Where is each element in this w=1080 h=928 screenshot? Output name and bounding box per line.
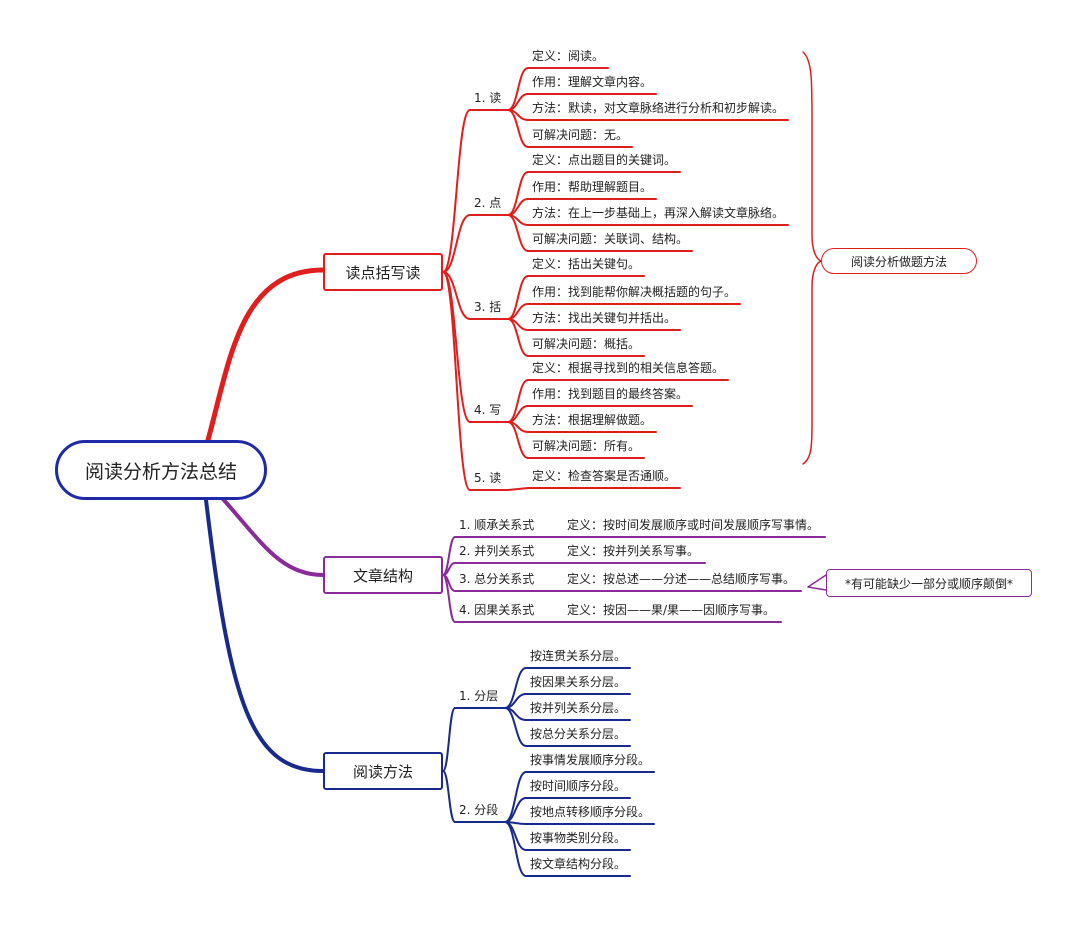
blue-child-label-1: 2. 分段 (459, 803, 499, 817)
purple-item-2: 定义：按总述——分述——总结顺序写事。 (567, 572, 796, 586)
blue-item-1-2: 按地点转移顺序分段。 (530, 805, 651, 819)
summary-bracket (802, 51, 824, 465)
purple-item-0: 定义：按时间发展顺序或时间发展顺序写事情。 (567, 518, 820, 532)
blue-item-1-1: 按时间顺序分段。 (530, 779, 627, 793)
connector-blue-item-1-4 (504, 821, 527, 877)
connector-blue-child-1 (442, 770, 456, 823)
connector-red-child-1 (442, 214, 471, 273)
connector-red-child-0 (442, 109, 471, 273)
purple-child-label-2: 3. 总分关系式 (459, 572, 535, 586)
red-child-label-1: 2. 点 (474, 196, 502, 210)
connector-red-item-3-3 (507, 421, 529, 459)
connector-red-child-4 (442, 271, 471, 491)
blue-item-1-4: 按文章结构分段。 (530, 857, 627, 871)
branch-node-article-structure: 文章结构 (323, 556, 443, 594)
connector-blue-child-0 (442, 707, 456, 772)
red-item-3-2: 方法：根据理解做题。 (532, 413, 653, 427)
red-child-label-3: 4. 写 (474, 403, 502, 417)
root-node: 阅读分析方法总结 (55, 440, 267, 500)
red-item-0-3: 可解决问题：无。 (532, 128, 629, 142)
red-child-label-2: 3. 括 (474, 300, 502, 314)
connector-purple-child-3 (442, 574, 456, 623)
blue-item-0-3: 按总分关系分层。 (530, 727, 627, 741)
red-item-3-1: 作用：找到题目的最终答案。 (532, 387, 689, 401)
purple-item-1: 定义：按并列关系写事。 (567, 544, 700, 558)
blue-item-1-3: 按事物类别分段。 (530, 831, 627, 845)
red-item-1-2: 方法：在上一步基础上，再深入解读文章脉络。 (532, 206, 785, 220)
red-item-1-1: 作用：帮助理解题目。 (532, 180, 653, 194)
blue-child-label-0: 1. 分层 (459, 689, 499, 703)
purple-child-label-0: 1. 顺承关系式 (459, 518, 535, 532)
red-child-label-0: 1. 读 (474, 91, 502, 105)
red-item-2-3: 可解决问题：概括。 (532, 337, 641, 351)
red-item-3-0: 定义：根据寻找到的相关信息答题。 (532, 361, 725, 375)
purple-child-label-3: 4. 因果关系式 (459, 603, 535, 617)
connector-red-item-0-3 (507, 109, 529, 148)
blue-item-1-0: 按事情发展顺序分段。 (530, 753, 651, 767)
red-item-2-1: 作用：找到能帮你解决概括题的句子。 (532, 285, 737, 299)
connector-blue-item-1-0 (504, 771, 527, 823)
connector-root-purple (220, 496, 325, 577)
red-child-label-4: 5. 读 (474, 471, 502, 485)
red-item-0-2: 方法：默读，对文章脉络进行分析和初步解读。 (532, 101, 785, 115)
red-item-1-0: 定义：点出题目的关键词。 (532, 153, 677, 167)
blue-item-0-0: 按连贯关系分层。 (530, 649, 627, 663)
summary-bubble: 阅读分析做题方法 (821, 248, 977, 274)
red-item-2-0: 定义：括出关键句。 (532, 257, 641, 271)
purple-child-label-1: 2. 并列关系式 (459, 544, 535, 558)
connector-red-item-2-3 (507, 318, 529, 357)
red-item-3-3: 可解决问题：所有。 (532, 439, 641, 453)
connector-red-item-4-0 (507, 487, 529, 491)
red-item-4-0: 定义：检查答案是否通顺。 (532, 469, 677, 483)
connector-red-child-2 (442, 271, 471, 320)
red-item-2-2: 方法：找出关键句并括出。 (532, 311, 677, 325)
connector-red-item-1-3 (507, 214, 529, 252)
callout-pointer (807, 574, 827, 591)
connector-root-red (205, 267, 326, 443)
connector-root-blue (204, 498, 325, 773)
callout-note: *有可能缺少一部分或顺序颠倒* (826, 569, 1032, 597)
branch-node-reading-methods: 阅读方法 (323, 752, 443, 790)
red-item-0-1: 作用：理解文章内容。 (532, 75, 653, 89)
blue-item-0-1: 按因果关系分层。 (530, 675, 627, 689)
red-item-0-0: 定义：阅读。 (532, 49, 605, 63)
blue-item-0-2: 按并列关系分层。 (530, 701, 627, 715)
red-item-1-3: 可解决问题：关联词、结构。 (532, 232, 689, 246)
branch-node-reading-steps: 读点括写读 (323, 253, 443, 291)
connector-blue-item-0-3 (504, 707, 527, 747)
purple-item-3: 定义：按因——果/果——因顺序写事。 (567, 603, 776, 617)
